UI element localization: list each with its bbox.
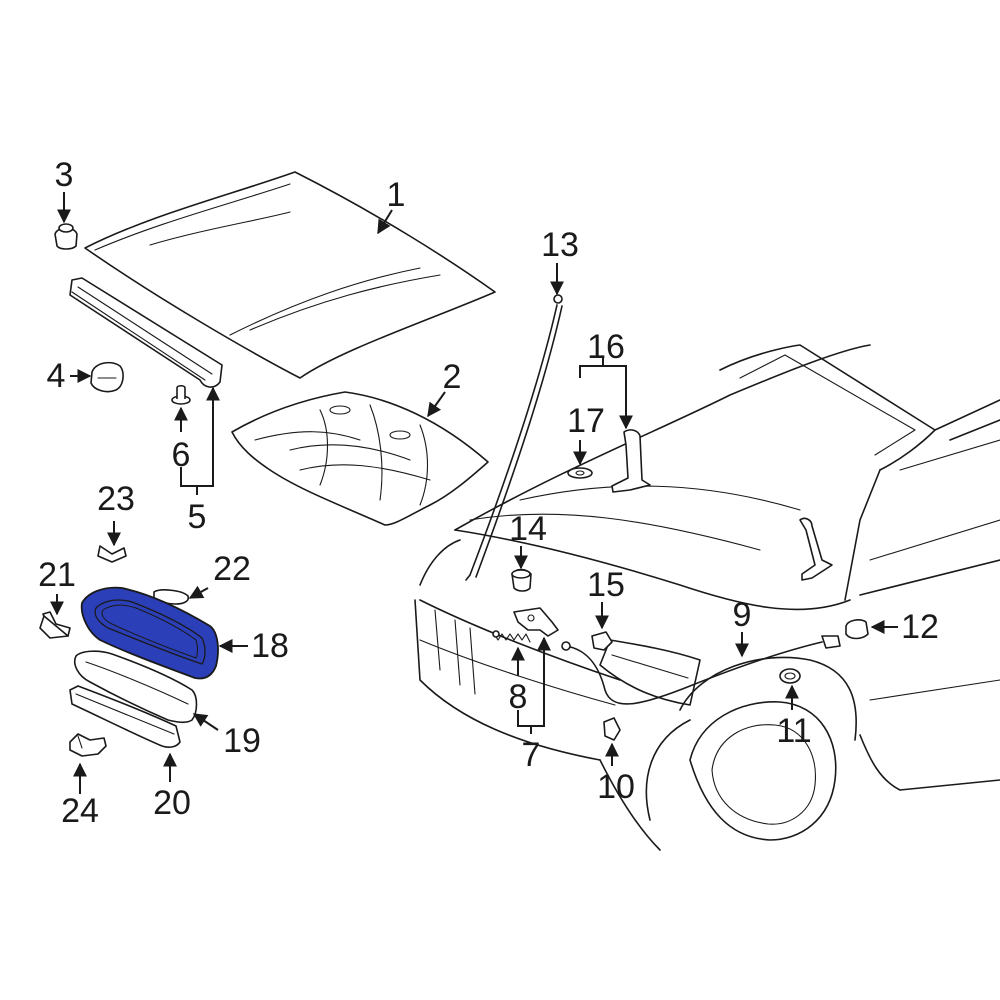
cable-clamp[interactable] — [591, 631, 613, 651]
callout-20[interactable]: 20 — [153, 784, 191, 822]
callout-15[interactable]: 15 — [587, 566, 625, 604]
callout-1[interactable]: 1 — [387, 176, 406, 214]
hood-hinge[interactable] — [611, 429, 833, 581]
leader-lines — [50, 192, 898, 794]
callout-19[interactable]: 19 — [223, 722, 261, 760]
vehicle-front-body — [414, 344, 1000, 851]
callout-9[interactable]: 9 — [733, 596, 752, 634]
cable-clip[interactable] — [603, 717, 621, 741]
callout-14[interactable]: 14 — [509, 510, 547, 548]
hood-insulator[interactable] — [231, 391, 489, 526]
grommet[interactable] — [779, 668, 801, 684]
release-handle[interactable] — [845, 619, 869, 640]
hood-seal-strip[interactable] — [69, 277, 223, 388]
scoop-garnish[interactable] — [69, 685, 181, 748]
hood-panel[interactable] — [84, 171, 496, 379]
callout-3[interactable]: 3 — [55, 156, 74, 194]
callout-5[interactable]: 5 — [188, 498, 207, 536]
callout-22[interactable]: 22 — [213, 550, 251, 588]
hood-bumper[interactable] — [54, 223, 78, 250]
callout-18[interactable]: 18 — [251, 627, 289, 665]
callout-8[interactable]: 8 — [509, 678, 528, 716]
garnish-bracket[interactable] — [69, 733, 107, 757]
callout-2[interactable]: 2 — [443, 358, 462, 396]
callout-labels: 1 2 3 4 5 6 7 8 9 10 11 12 13 14 15 16 1… — [38, 156, 939, 830]
callout-6[interactable]: 6 — [172, 436, 191, 474]
callout-17[interactable]: 17 — [567, 402, 605, 440]
hood-release-cable[interactable] — [561, 635, 841, 705]
callout-21[interactable]: 21 — [38, 556, 76, 594]
callout-13[interactable]: 13 — [541, 226, 579, 264]
hood-latch[interactable] — [513, 607, 559, 637]
callout-10[interactable]: 10 — [597, 768, 635, 806]
scoop-cover[interactable] — [74, 650, 198, 724]
callout-11[interactable]: 11 — [776, 712, 811, 750]
hinge-washer[interactable] — [567, 467, 593, 479]
bracket[interactable] — [97, 545, 127, 563]
hood-scoop-highlighted[interactable] — [80, 586, 219, 680]
scoop-bracket[interactable] — [39, 611, 71, 639]
callout-16[interactable]: 16 — [587, 328, 625, 366]
callout-24[interactable]: 24 — [61, 792, 99, 830]
seal-clip[interactable] — [171, 384, 191, 405]
callout-12[interactable]: 12 — [901, 608, 939, 646]
callout-4[interactable]: 4 — [47, 357, 66, 395]
hood-support-rod[interactable] — [465, 294, 563, 581]
callout-7[interactable]: 7 — [522, 736, 541, 774]
cushion[interactable] — [511, 568, 532, 592]
clip[interactable] — [90, 361, 124, 393]
callout-23[interactable]: 23 — [97, 480, 135, 518]
latch-spring[interactable] — [492, 630, 531, 643]
